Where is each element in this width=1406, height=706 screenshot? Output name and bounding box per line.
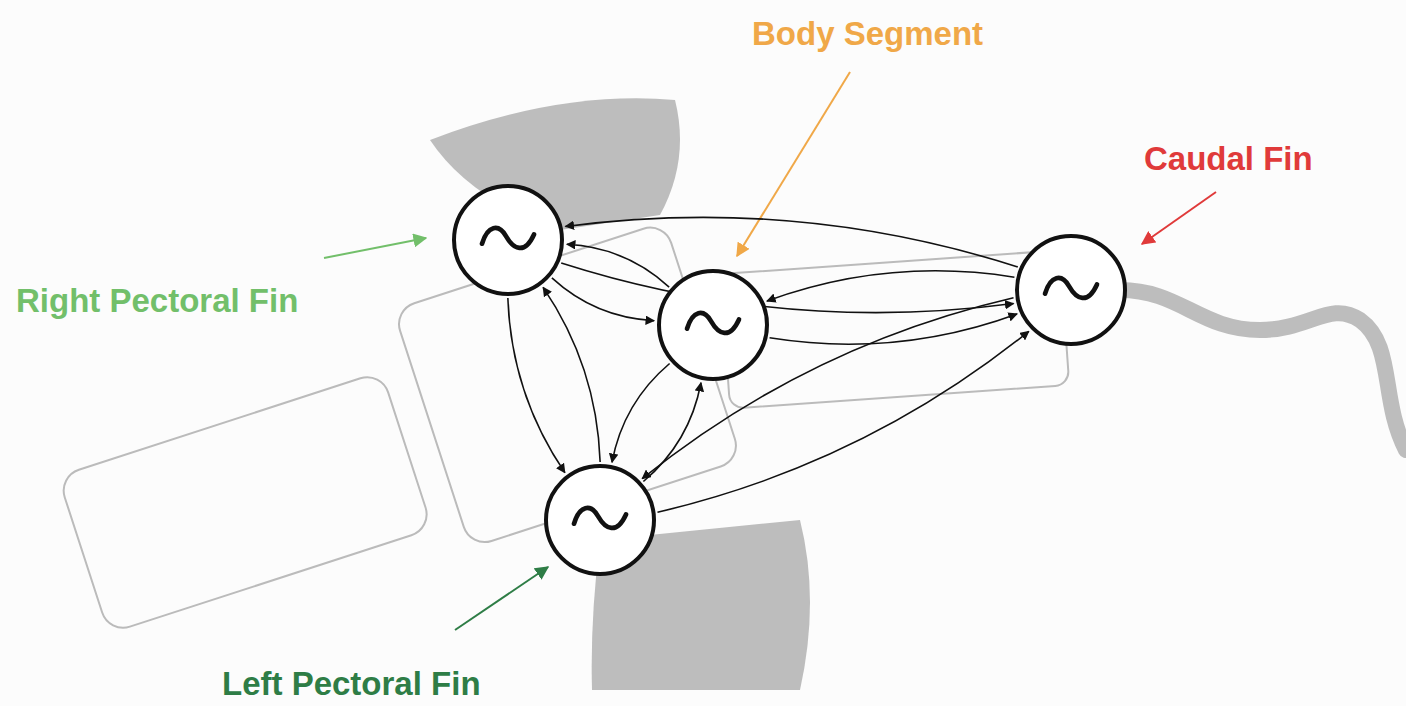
- oscillator-circle: Body Segment: [657, 269, 769, 381]
- oscillator-circle: Right Pectoral Fin: [452, 184, 564, 296]
- coupling-arrow: [567, 244, 669, 287]
- coupling-arrow: [508, 298, 565, 473]
- callout-arrow: [455, 567, 548, 630]
- sine-symbol: [548, 468, 652, 572]
- coupling-arrow: [612, 363, 670, 462]
- coupling-arrow: [643, 383, 701, 482]
- part-label: Right Pectoral Fin: [16, 281, 298, 321]
- tail-fin: [1120, 290, 1406, 450]
- oscillator-circle: Left Pectoral Fin: [544, 464, 656, 576]
- oscillator-circle: Caudal Fin: [1015, 234, 1127, 346]
- sine-symbol: [1019, 238, 1123, 342]
- sine-symbol: [456, 188, 560, 292]
- callout-arrow: [737, 72, 850, 256]
- coupling-arrow: [561, 263, 1013, 313]
- part-label: Left Pectoral Fin: [222, 664, 481, 704]
- callout-arrow: [324, 238, 426, 258]
- coupling-arrow: [565, 217, 1017, 267]
- coupling-arrow: [767, 271, 1014, 301]
- part-label: Body Segment: [752, 14, 983, 54]
- part-label: Caudal Fin: [1144, 139, 1313, 179]
- sine-symbol: [661, 273, 765, 377]
- coupling-arrow: [770, 314, 1017, 344]
- head-segment: [58, 371, 432, 633]
- callout-arrow: [1142, 192, 1216, 244]
- coupling-arrow: [543, 287, 600, 462]
